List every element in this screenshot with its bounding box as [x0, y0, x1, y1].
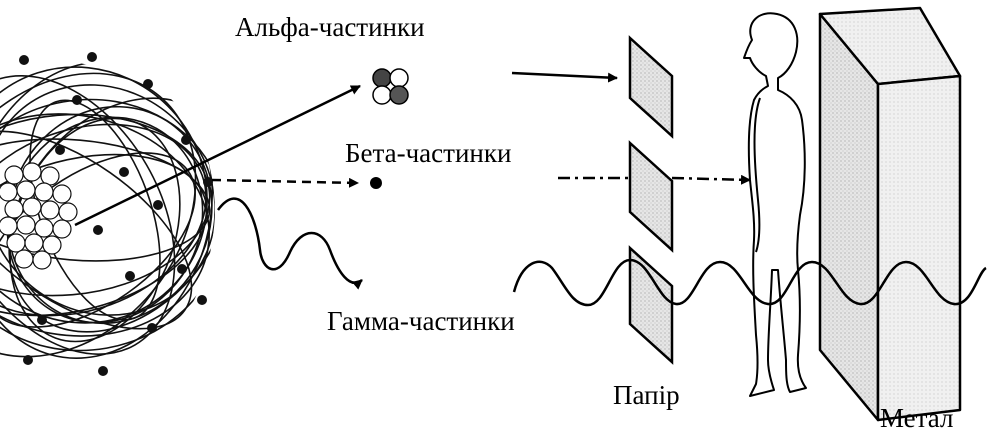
beta-emission-arrow	[211, 177, 359, 188]
gamma-incoming-wave	[512, 258, 987, 307]
gamma-emission-wave	[216, 197, 363, 290]
alpha-particle	[372, 68, 409, 105]
electrons	[19, 52, 213, 376]
metal-block	[818, 6, 962, 422]
atom	[0, 52, 215, 376]
beta-particle	[370, 177, 382, 189]
gamma-label: Гамма-частинки	[327, 306, 515, 336]
alpha-incoming-arrow	[511, 71, 618, 83]
paper-sheet-top	[628, 35, 674, 139]
beta-incoming-arrow-right	[671, 174, 751, 185]
nucleus	[0, 162, 78, 270]
paper-sheets	[628, 35, 674, 365]
metal-block-side	[876, 74, 962, 422]
human-figure	[743, 12, 807, 397]
beta-label: Бета-частинки	[345, 138, 512, 168]
paper-sheet-middle	[628, 140, 674, 253]
alpha-label: Альфа-частинки	[235, 12, 425, 42]
metal-label: Метал	[880, 403, 954, 433]
paper-sheet-bottom	[628, 245, 674, 365]
alpha-emission-arrow	[74, 84, 361, 227]
paper-label: Папір	[613, 380, 680, 410]
